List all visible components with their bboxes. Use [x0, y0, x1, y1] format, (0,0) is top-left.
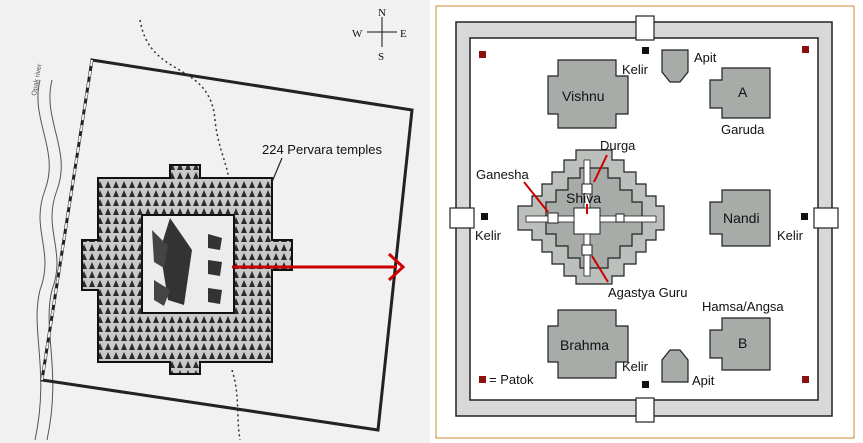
- garuda-label: Garuda: [721, 122, 765, 137]
- apit-bottom-label: Apit: [692, 373, 715, 388]
- hamsa-label: Hamsa/Angsa: [702, 299, 784, 314]
- durga-label: Durga: [600, 138, 636, 153]
- main-temple-cluster: [152, 218, 222, 306]
- vahana-temple-1: [208, 234, 222, 250]
- compass-south: S: [378, 51, 384, 63]
- patok-marker-nw: [479, 51, 486, 58]
- compass-east: E: [400, 28, 407, 40]
- vahana-temple-2: [208, 260, 222, 276]
- kelir-left-label: Kelir: [475, 228, 502, 243]
- gate-east: [813, 207, 839, 229]
- apit-top-label: Apit: [694, 50, 717, 65]
- brahma-shrine: [547, 309, 629, 379]
- kelir-bottom-label: Kelir: [622, 359, 649, 374]
- agastya-leader: [591, 255, 609, 283]
- passage-east: [599, 215, 657, 223]
- vishnu-shrine: [547, 59, 629, 129]
- gate-west: [449, 207, 475, 229]
- vishnu-label: Vishnu: [562, 88, 605, 104]
- kelir-block-top: [642, 47, 649, 54]
- east-cell: [615, 213, 625, 223]
- ganesha-cell: [547, 212, 559, 224]
- dotted-path-south: [231, 369, 241, 441]
- main-temple-vishnu: [152, 230, 168, 268]
- outer-enclosure-dashes: [41, 59, 93, 381]
- ganesha-label: Ganesha: [476, 167, 530, 182]
- pointer-arrow-head: [387, 252, 406, 282]
- durga-cell: [581, 183, 593, 195]
- agastya-cell: [581, 244, 593, 256]
- shiva-label: Shiva: [566, 190, 601, 206]
- shrine-a: [709, 67, 771, 119]
- callout-line: [271, 157, 283, 183]
- main-temple-brahma: [154, 280, 170, 306]
- durga-leader: [593, 154, 608, 183]
- kelir-block-left: [481, 213, 488, 220]
- opak-river: [34, 79, 50, 441]
- site-plan: Opak river 224 Pervara temples: [0, 0, 430, 443]
- outer-enclosure: [40, 58, 414, 432]
- patok-marker-ne: [802, 46, 809, 53]
- compass-north: N: [378, 7, 386, 19]
- apit-shrine-bottom: [661, 349, 689, 383]
- nandi-label: Nandi: [723, 210, 760, 226]
- kelir-right-label: Kelir: [777, 228, 804, 243]
- gate-north: [635, 15, 655, 41]
- apit-shrine-top: [661, 49, 689, 83]
- kelir-block-right: [801, 213, 808, 220]
- compass: N S E W: [352, 7, 407, 63]
- ganesha-leader: [523, 181, 549, 213]
- shrine-b: [709, 317, 771, 371]
- opak-river-bank: [46, 79, 62, 441]
- brahma-label: Brahma: [560, 337, 609, 353]
- kelir-top-label: Kelir: [622, 62, 649, 77]
- shrine-a-label: A: [738, 84, 748, 100]
- shrine-b-label: B: [738, 335, 747, 351]
- pervara-callout: 224 Pervara temples: [262, 142, 382, 157]
- patok-marker-legend: [479, 376, 486, 383]
- nandi-shrine: [709, 189, 771, 247]
- compass-west: W: [352, 28, 363, 40]
- gate-south: [635, 397, 655, 423]
- patok-marker-se: [802, 376, 809, 383]
- kelir-block-bottom: [642, 381, 649, 388]
- main-temple-shiva: [160, 218, 192, 305]
- patok-legend-label: = Patok: [489, 372, 534, 387]
- agastya-label: Agastya Guru: [608, 285, 688, 300]
- temple-plan: Vishnu Brahma Shiva Nandi A B Garuda Ham…: [435, 5, 855, 439]
- vahana-temple-3: [208, 288, 222, 304]
